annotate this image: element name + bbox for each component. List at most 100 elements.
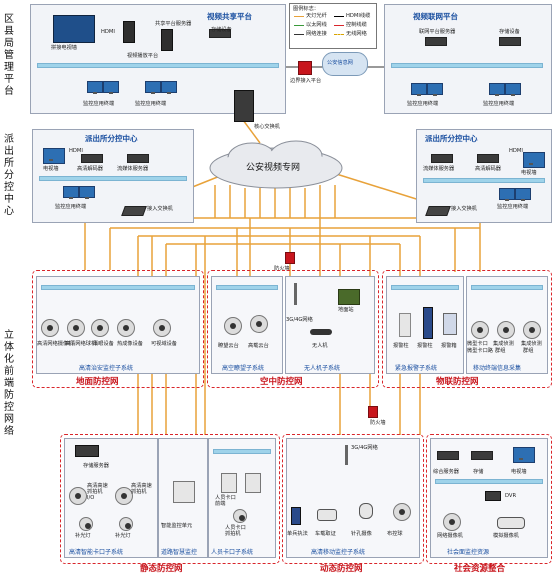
legend-ethernet: 以太网线 [306, 22, 327, 28]
ground-subsystem-panel: 高清网络摄像机 高清网络球机 鹰眼设备 热成像设备 可视域设备 高清治安监控子系… [36, 276, 200, 374]
air-network-label: 3G/4G网络 [286, 317, 313, 323]
ground-label-5: 可视域设备 [151, 341, 177, 347]
social-label-5: 网络摄像机 [437, 533, 463, 539]
eagle-eye-icon [91, 319, 109, 337]
legend-wireless: 无线网络 [346, 31, 367, 37]
thermal-camera-icon [117, 319, 135, 337]
iot-label-2: 报警柱 [417, 343, 433, 349]
static-checkpoint-title: 高清智能卡口子系统 [69, 549, 124, 556]
dvr-icon [485, 491, 501, 501]
detector-icon [497, 321, 515, 339]
static-checkpoint-panel: 存储服务器 高清高速 抓拍机 I/O 高清高速 抓拍机 补光灯 补光灯 高清智能… [64, 438, 158, 558]
detector-icon [523, 321, 541, 339]
network-line-icon [294, 34, 304, 35]
station-left-media: 流媒体服务器 [117, 166, 149, 172]
ground-label-1: 高清网络摄像机 [37, 341, 74, 347]
static-label-3: 抓拍机 [87, 489, 103, 495]
ground-bus [41, 285, 195, 290]
monitor-icon [515, 188, 531, 201]
iot-label-1: 报警柱 [393, 343, 409, 349]
dynamic-network-title: 动态防控网 [320, 564, 363, 574]
ground-label-3: 鹰眼设备 [93, 341, 114, 347]
static-label-8: 补光灯 [115, 533, 131, 539]
share-platform-title: 视频共享平台 [207, 12, 252, 21]
firewall-icon [298, 61, 312, 75]
storage-server-icon [75, 445, 99, 457]
person-gate-icon [221, 473, 237, 493]
station-left-decoder: 高清解码器 [77, 166, 103, 172]
iot-network-title: 物联防控网 [436, 377, 479, 387]
static-label-13: 抓拍机 [225, 531, 241, 537]
server-icon [425, 37, 447, 46]
internet-storage-label: 存储设备 [499, 29, 520, 35]
air-label-2: 高载云台 [248, 343, 269, 349]
terminal-label: 监控应用终端 [83, 101, 115, 107]
legend-box: 图例标志： 天灯光纤 HDMI线缆 以太网线 控制线缆 网络连接 无线网络 [289, 3, 377, 49]
air-drone-label: 无人机 [312, 343, 328, 349]
social-label-4: DVR [505, 493, 517, 499]
dynamic-network-label: 3G/4G网络 [351, 445, 378, 451]
station-center-label: 派出所分控中心 [4, 134, 14, 217]
body-cam-icon [291, 507, 301, 525]
station-left-hdmi: HDMI [69, 148, 83, 154]
iot-mobile-bus [471, 285, 543, 290]
terminal-label-2: 监控应用终端 [135, 101, 167, 107]
legend-control: 控制线缆 [346, 22, 367, 28]
station-left-tv: 电视墙 [43, 166, 59, 172]
air-lookout-bus [216, 285, 278, 290]
control-line-icon [334, 25, 344, 26]
access-switch-icon [425, 206, 451, 216]
monitor-icon [161, 81, 177, 94]
storage-label: 存储设备 [211, 27, 232, 33]
station-right-panel: 派出所分控中心 流媒体服务器 高清解码器 HDMI 电视墙 监控应用终端 接入交… [416, 129, 552, 223]
station-right-hdmi: HDMI [509, 148, 523, 154]
iot-mobile-panel: 微型卡口 集成侦测 集成侦测 微型卡口路 群组 群组 移动终端信息采集 [466, 276, 548, 374]
heavy-gimbal-icon [250, 315, 268, 333]
legend-title: 图例标志： [293, 6, 319, 12]
access-switch-icon [121, 206, 147, 216]
micro-checkpoint-icon [471, 321, 489, 339]
alarm-column-icon [423, 307, 433, 339]
air-ground-station-label: 地面站 [338, 307, 354, 313]
station-right-media: 流媒体服务器 [423, 166, 455, 172]
deploy-ball-icon [393, 503, 411, 521]
static-network-group [60, 434, 280, 564]
static-label-4: I/O [87, 495, 95, 501]
station-right-terminal: 监控应用终端 [497, 204, 529, 210]
hdmi-label: HDMI [101, 29, 115, 35]
iot-label-7: 微型卡口路 [467, 348, 493, 354]
static-label-7: 补光灯 [75, 533, 91, 539]
frontend-network-label: 立体化前端防控网络 [4, 330, 14, 437]
station-left-panel: 派出所分控中心 电视墙 HDMI 高清解码器 流媒体服务器 监控应用终端 接入交… [32, 129, 194, 223]
tv-icon [43, 148, 65, 164]
iot-label-5: 集成侦测 [493, 341, 514, 347]
capture-camera-icon [115, 487, 133, 505]
share-server-icon [161, 29, 173, 51]
air-drone-title: 无人机子系统 [304, 365, 341, 372]
police-network-cloud [209, 140, 343, 189]
capture-camera-icon [69, 487, 87, 505]
smart-unit-icon [173, 481, 195, 503]
wireless-line-icon [334, 34, 344, 36]
firewall-label-1: 防火墙 [274, 266, 290, 272]
district-platform-label: 区县局管理平台 [4, 14, 14, 97]
station-left-terminal: 监控应用终端 [55, 204, 87, 210]
public-cloud-icon [322, 52, 368, 76]
air-drone-panel: 3G/4G网络 地面站 无人机 无人机子系统 [285, 276, 375, 374]
station-right-tv: 电视墙 [521, 170, 537, 176]
dynamic-label-4: 布控球 [387, 531, 403, 537]
decoder-icon [81, 154, 103, 163]
static-person-panel: 人员卡口 前端 人员卡口 抓拍机 人员卡口子系统 [208, 438, 276, 558]
station-left-bus [39, 176, 187, 181]
drone-icon [310, 329, 332, 335]
static-label-5: 高清高速 [131, 483, 152, 489]
station-left-title: 派出所分控中心 [85, 134, 138, 143]
legend-fiber: 天灯光纤 [306, 13, 327, 19]
tv-wall-icon [53, 15, 95, 43]
ground-label-4: 热成像设备 [117, 341, 143, 347]
decoder-icon [477, 154, 499, 163]
iot-alarm-bus [391, 285, 459, 290]
monitor-icon [489, 83, 505, 96]
core-switch-icon [234, 90, 254, 122]
monitor-icon [103, 81, 119, 94]
